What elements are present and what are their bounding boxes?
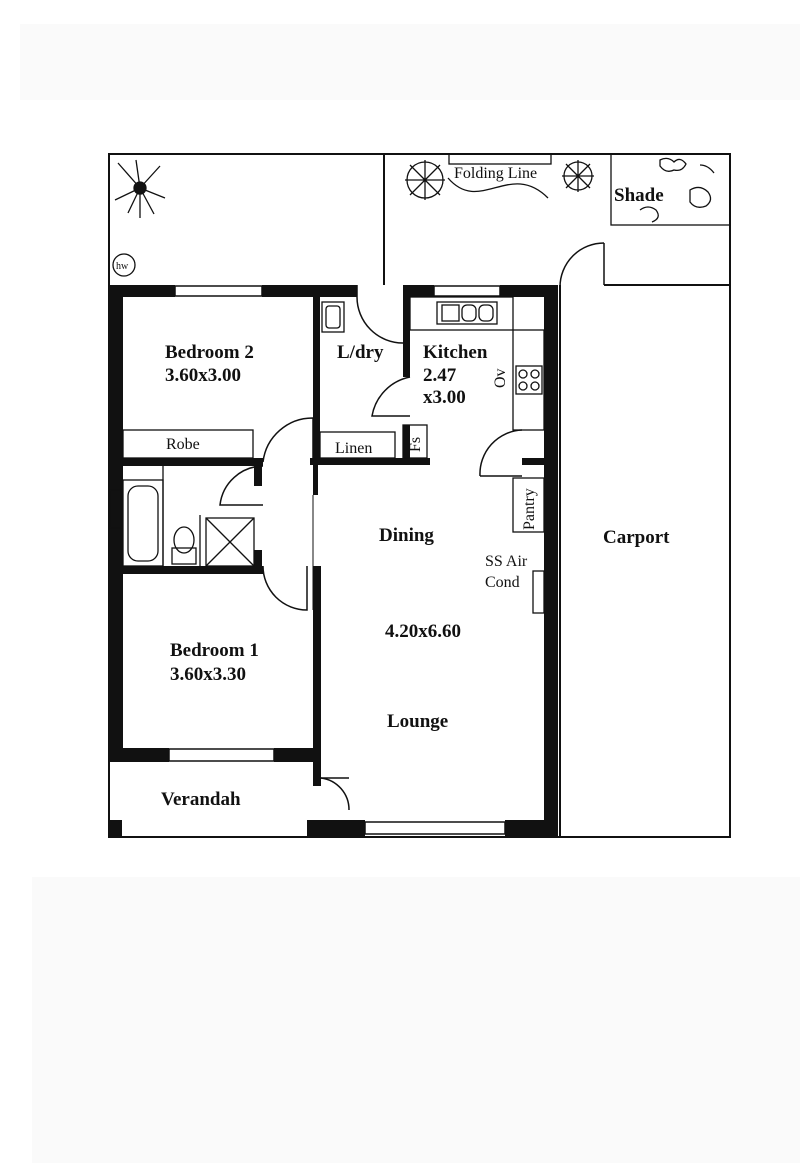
bedroom1-size: 3.60x3.30 bbox=[170, 664, 246, 685]
robe-label: Robe bbox=[166, 436, 200, 453]
site-boundary bbox=[108, 153, 731, 838]
dining-label: Dining bbox=[379, 525, 434, 546]
air-cond-label-1: SS Air bbox=[485, 553, 528, 570]
kitchen-size-1: 2.47 bbox=[423, 365, 457, 386]
room-labels: Bedroom 2 3.60x3.00 L/dry Kitchen 2.47 x… bbox=[116, 165, 670, 810]
kitchen-size-2: x3.00 bbox=[423, 387, 466, 408]
bottom-blank-panel bbox=[32, 877, 800, 1163]
bedroom2-size: 3.60x3.00 bbox=[165, 365, 241, 386]
air-cond-label-2: Cond bbox=[485, 574, 520, 591]
hot-water-label: hw bbox=[116, 261, 129, 272]
doors bbox=[219, 242, 605, 811]
shade-label: Shade bbox=[614, 185, 664, 206]
bedroom2-name: Bedroom 2 bbox=[165, 342, 254, 363]
laundry-label: L/dry bbox=[337, 342, 384, 363]
pantry-label: Pantry bbox=[521, 488, 538, 530]
outdoor-elements bbox=[112, 153, 731, 277]
plant-icon bbox=[405, 160, 445, 200]
hot-water-service bbox=[112, 253, 136, 277]
walls bbox=[109, 285, 558, 836]
linen-label: Linen bbox=[335, 440, 372, 457]
lounge-size: 4.20x6.60 bbox=[385, 621, 461, 642]
lounge-label: Lounge bbox=[387, 711, 448, 732]
kitchen-name: Kitchen bbox=[423, 342, 488, 363]
bedroom1-name: Bedroom 1 bbox=[170, 640, 259, 661]
folding-line-label: Folding Line bbox=[454, 165, 537, 182]
verandah-label: Verandah bbox=[161, 789, 241, 810]
windows bbox=[109, 285, 506, 835]
fridge-space-label: Fs bbox=[407, 437, 424, 452]
fittings bbox=[122, 296, 545, 614]
plant-icon bbox=[114, 159, 166, 218]
top-blank-panel bbox=[20, 24, 800, 100]
plant-icon bbox=[562, 160, 594, 192]
carport-label: Carport bbox=[603, 527, 670, 548]
oven-label: Ov bbox=[492, 368, 509, 388]
